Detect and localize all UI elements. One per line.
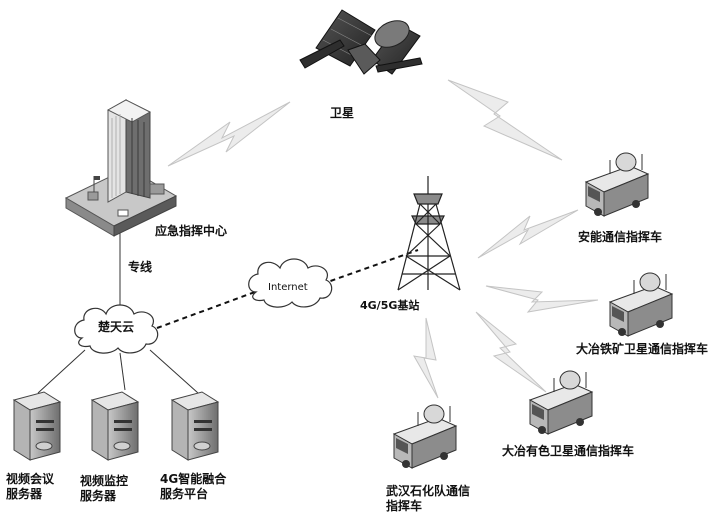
anneng-vehicle-icon — [584, 152, 650, 217]
fusion-platform-server-icon — [170, 391, 220, 461]
internet-dashed-line-1 — [156, 291, 256, 329]
base-station-label: 4G/5G基站 — [360, 299, 420, 312]
lightning-icon — [475, 311, 547, 393]
cloud-to-server-3 — [149, 349, 199, 394]
chutian-cloud-label: 楚天云 — [98, 320, 135, 334]
video-monitor-server-icon — [90, 391, 140, 461]
wuhan-petro-vehicle-label-line2: 指挥车 — [386, 499, 423, 513]
internet-label: Internet — [268, 282, 308, 293]
command-center-label: 应急指挥中心 — [155, 224, 228, 238]
internet-cloud-icon — [248, 258, 333, 308]
dedicated-line-label: 专线 — [128, 260, 153, 274]
satellite-icon — [299, 9, 423, 75]
lightning-icon — [477, 209, 579, 259]
video-monitor-server-label-line1: 视频监控 — [80, 474, 129, 488]
video-conference-server-label-line2: 服务器 — [6, 487, 43, 501]
daye-iron-vehicle-icon — [608, 272, 674, 337]
satellite-label: 卫星 — [330, 106, 355, 120]
wuhan-petro-vehicle-label-line1: 武汉石化队通信 — [386, 484, 471, 498]
command-center-building-icon — [64, 99, 178, 237]
daye-nonferrous-vehicle-label: 大冶有色卫星通信指挥车 — [502, 444, 635, 458]
chutian-cloud-icon — [74, 304, 159, 354]
base-station-tower-icon — [397, 176, 461, 291]
video-conference-server-icon — [12, 391, 62, 461]
video-conference-server-label-line1: 视频会议 — [6, 472, 55, 486]
wuhan-petro-vehicle-icon — [392, 404, 458, 469]
cloud-to-server-2 — [119, 352, 126, 391]
lightning-icon — [485, 285, 599, 313]
fusion-platform-label-line1: 4G智能融合 — [160, 472, 227, 486]
daye-iron-vehicle-label: 大冶铁矿卫星通信指挥车 — [576, 342, 709, 356]
video-monitor-server-label-line2: 服务器 — [80, 489, 117, 503]
lightning-icon — [447, 79, 563, 161]
lightning-icon — [167, 101, 291, 167]
fusion-platform-label-line2: 服务平台 — [160, 487, 209, 501]
anneng-vehicle-label: 安能通信指挥车 — [578, 230, 663, 244]
cloud-to-server-1 — [37, 349, 86, 394]
lightning-icon — [413, 317, 439, 399]
daye-nonferrous-vehicle-icon — [528, 370, 594, 435]
wireless-links — [167, 79, 599, 399]
internet-dashed-line-2 — [321, 249, 419, 285]
